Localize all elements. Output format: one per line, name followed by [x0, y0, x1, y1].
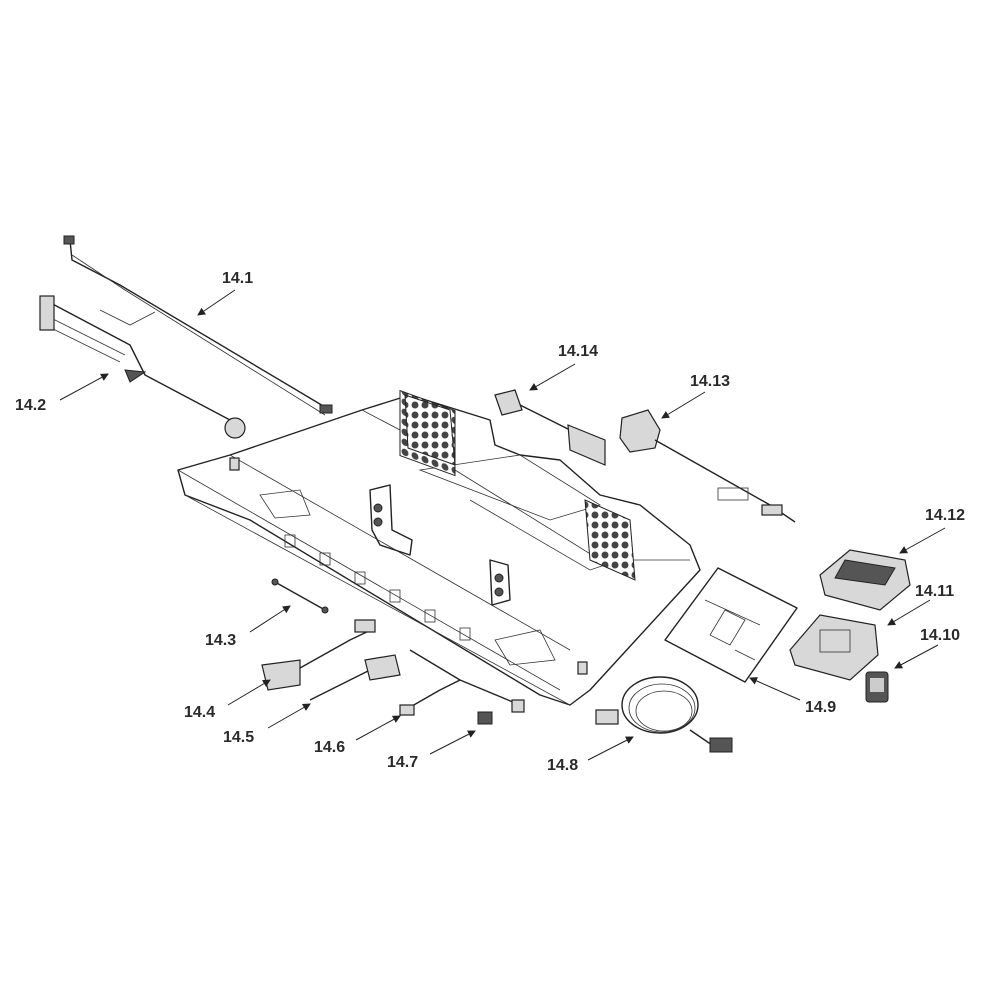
part-14-1-cable: [63, 235, 333, 416]
callout-14-6: 14.6: [314, 739, 345, 756]
part-14-7-clip: [477, 711, 493, 725]
callout-14-3: 14.3: [205, 632, 236, 649]
part-14-6-harness: [399, 649, 525, 716]
part-14-12-module: [819, 549, 911, 611]
callout-14-12: 14.12: [925, 507, 965, 524]
main-tray: [177, 389, 701, 706]
part-14-8-cable: [595, 676, 733, 753]
part-14-4-bracket: [261, 619, 376, 691]
callout-14-7: 14.7: [387, 754, 418, 771]
callout-14-1: 14.1: [222, 270, 253, 287]
callout-14-14: 14.14: [558, 343, 598, 360]
callout-14-2: 14.2: [15, 397, 46, 414]
part-14-11-module: [789, 614, 879, 681]
callout-14-5: 14.5: [223, 729, 254, 746]
callout-14-4: 14.4: [184, 704, 215, 721]
callout-14-11: 14.11: [915, 583, 954, 600]
callouts: 14.1 14.2 14.3 14.4 14.5 14.6 14.7 14.8 …: [15, 270, 965, 774]
callout-14-8: 14.8: [547, 757, 578, 774]
callout-14-13: 14.13: [690, 373, 730, 390]
part-14-2-power-cable: [39, 295, 246, 439]
callout-14-10: 14.10: [920, 627, 960, 644]
part-14-9-plate: [664, 567, 798, 683]
part-14-14-adapter: [494, 389, 606, 466]
part-14-10-module: [865, 671, 889, 703]
callout-14-9: 14.9: [805, 699, 836, 716]
part-14-5-connector: [309, 654, 401, 701]
part-14-3-rod: [271, 578, 329, 614]
part-14-13-power-supply: [619, 409, 796, 523]
